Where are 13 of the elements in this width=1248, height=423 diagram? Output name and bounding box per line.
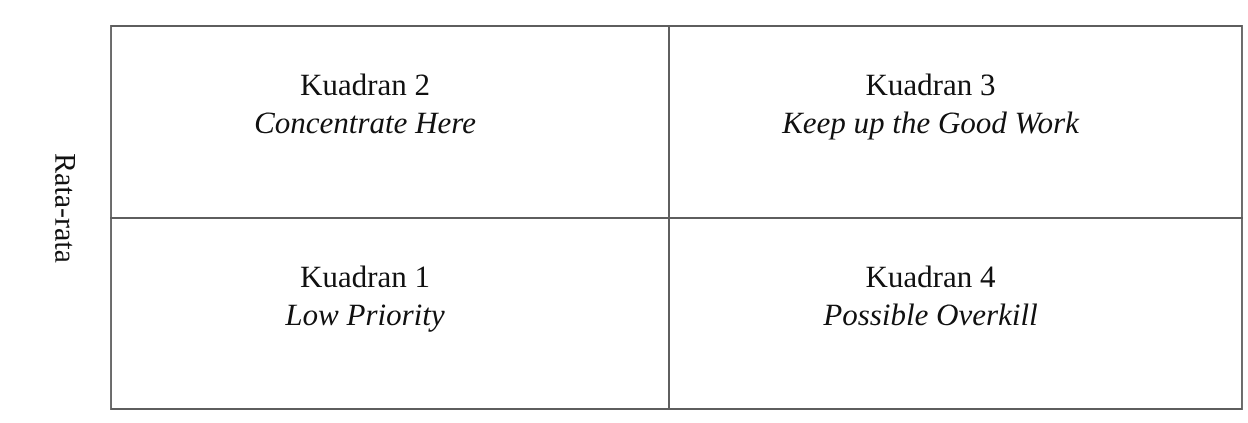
quadrant-cell — [668, 25, 1243, 219]
quadrant-cell — [110, 217, 670, 410]
quadrant-title: Kuadran 2 — [300, 73, 429, 96]
quadrant-title: Kuadran 4 — [866, 265, 995, 288]
quadrant-title: Kuadran 3 — [866, 73, 995, 96]
quadrant-description: Low Priority — [285, 304, 445, 332]
axis-label: Rata-rata — [55, 153, 75, 263]
quadrant-title: Kuadran 1 — [300, 265, 429, 288]
quadrant-description: Concentrate Here — [255, 112, 476, 134]
quadrant-cell — [110, 25, 670, 219]
quadrant-cell — [668, 217, 1243, 410]
quadrant-description: Keep up the Good Work — [781, 111, 1080, 140]
quadrant-description: Possible Overkill — [823, 303, 1038, 326]
